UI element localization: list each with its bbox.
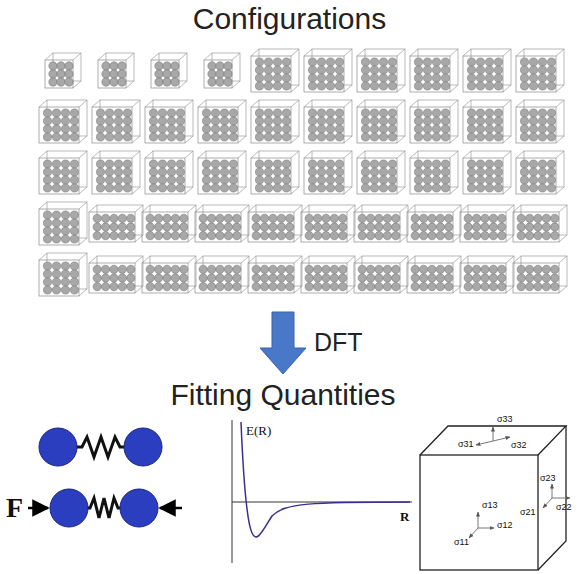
config-thumbnail <box>89 256 143 293</box>
axis-label: R <box>400 510 409 523</box>
config-thumbnail <box>460 256 514 293</box>
config-thumbnail <box>516 100 564 143</box>
config-thumbnail <box>410 100 458 143</box>
config-thumbnail <box>198 151 246 194</box>
config-thumbnail <box>304 49 352 92</box>
config-thumbnail <box>142 256 196 293</box>
section-heading: Configurations <box>0 2 579 36</box>
stress-component: σ11 <box>454 538 469 547</box>
config-thumbnail <box>513 205 567 242</box>
config-thumbnail <box>39 151 87 194</box>
config-thumbnail <box>151 53 187 88</box>
stress-component: σ33 <box>497 415 513 424</box>
config-thumbnail <box>89 205 143 242</box>
config-thumbnail <box>357 151 405 194</box>
config-thumbnail <box>39 100 87 143</box>
stress-component: σ21 <box>520 508 536 517</box>
stress-component: σ23 <box>540 474 556 483</box>
config-thumbnail <box>39 202 87 245</box>
config-thumbnail <box>410 151 458 194</box>
stress-component: σ12 <box>497 521 513 530</box>
config-thumbnail <box>354 256 408 293</box>
config-thumbnail <box>516 151 564 194</box>
config-thumbnail <box>304 151 352 194</box>
config-thumbnail <box>248 256 302 293</box>
config-thumbnail <box>92 100 140 143</box>
process-arrow <box>260 312 306 374</box>
spring-pair <box>39 428 162 466</box>
config-thumbnail <box>516 49 564 92</box>
config-thumbnail <box>354 205 408 242</box>
stress-component: σ31 <box>458 440 474 449</box>
config-thumbnail <box>145 151 193 194</box>
config-thumbnail <box>251 49 299 92</box>
config-thumbnail <box>145 100 193 143</box>
stress-component: σ13 <box>482 501 498 510</box>
config-thumbnail <box>463 151 511 194</box>
config-thumbnail <box>407 256 461 293</box>
config-thumbnail <box>460 205 514 242</box>
stress-cube <box>420 426 570 570</box>
config-thumbnail <box>142 205 196 242</box>
config-thumbnail <box>513 256 567 293</box>
stress-component: σ22 <box>556 503 572 512</box>
axis-label: E(R) <box>246 424 271 437</box>
config-thumbnail <box>204 53 240 88</box>
config-thumbnail <box>463 49 511 92</box>
config-thumbnail <box>301 205 355 242</box>
config-thumbnail <box>248 205 302 242</box>
config-thumbnail <box>301 256 355 293</box>
config-thumbnail <box>45 53 81 88</box>
config-thumbnail <box>39 253 87 296</box>
section-group: Configurations <box>0 2 579 310</box>
config-thumbnail <box>198 100 246 143</box>
stress-component: σ32 <box>511 441 527 450</box>
config-thumbnail <box>92 151 140 194</box>
config-thumbnail <box>357 100 405 143</box>
config-thumbnail <box>304 100 352 143</box>
arrow-label: DFT <box>314 330 363 355</box>
section-heading: Fitting Quantities <box>133 378 433 412</box>
config-thumbnail <box>410 49 458 92</box>
compressed-spring-pair <box>28 489 182 527</box>
config-thumbnail <box>251 151 299 194</box>
config-thumbnail <box>195 256 249 293</box>
config-thumbnail <box>463 100 511 143</box>
config-thumbnail <box>407 205 461 242</box>
potential-plot <box>232 420 412 563</box>
config-thumbnail <box>98 53 134 88</box>
section-group: Fitting Quantities <box>133 378 433 418</box>
config-thumbnail <box>251 100 299 143</box>
config-thumbnail <box>195 205 249 242</box>
config-thumbnail <box>357 49 405 92</box>
force-symbol: F <box>6 494 23 522</box>
